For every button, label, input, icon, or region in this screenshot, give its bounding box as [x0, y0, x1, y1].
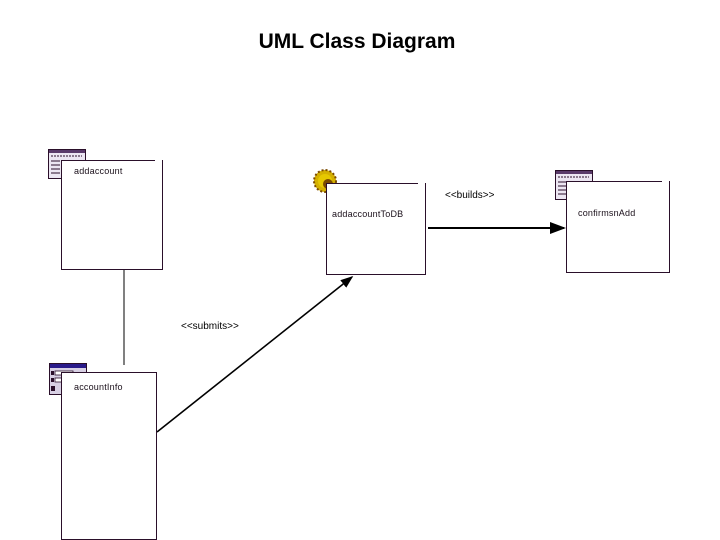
class-name: accountInfo — [74, 382, 123, 392]
class-name: confirmsnAdd — [578, 208, 636, 218]
class-accountInfo[interactable]: accountInfo — [61, 372, 157, 540]
class-name: addaccountToDB — [332, 209, 404, 219]
diagram-title-text: UML Class Diagram — [258, 30, 456, 53]
relation-builds-label: <<builds>> — [445, 190, 495, 201]
class-name: addaccount — [74, 166, 123, 176]
relation-submits-line[interactable] — [156, 276, 354, 433]
diagram-title: UML Class Diagram — [0, 30, 720, 54]
class-confirmsnAdd[interactable]: confirmsnAdd — [566, 181, 670, 273]
class-addaccount[interactable]: addaccount — [61, 160, 163, 270]
relation-submits-label: <<submits>> — [181, 321, 239, 332]
class-addaccountToDB[interactable]: addaccountToDB — [326, 183, 426, 275]
